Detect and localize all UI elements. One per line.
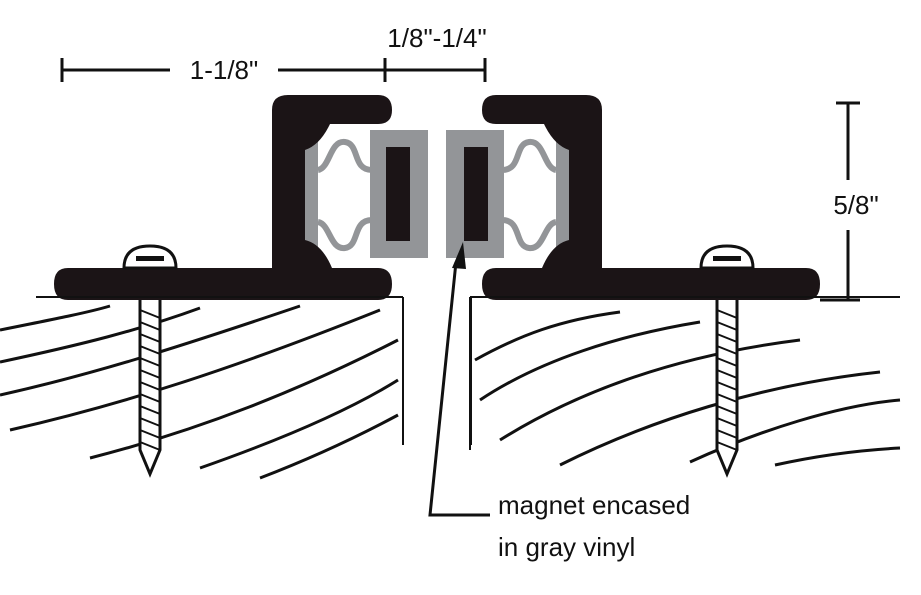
wood-right <box>469 296 901 467</box>
vertical-dimension <box>820 101 860 302</box>
horizontal-dimension <box>60 58 487 82</box>
left-profile <box>36 95 428 445</box>
gap-label: 1/8"-1/4" <box>387 23 486 53</box>
flange-width-label: 1-1/8" <box>190 55 259 85</box>
right-profile <box>446 95 838 445</box>
callout-leader <box>428 242 490 517</box>
callout-line-2: in gray vinyl <box>498 532 635 562</box>
height-label: 5/8" <box>833 190 878 220</box>
callout-line-1: magnet encased <box>498 490 690 520</box>
arrowhead-icon <box>452 242 466 269</box>
wood-left <box>0 304 399 480</box>
